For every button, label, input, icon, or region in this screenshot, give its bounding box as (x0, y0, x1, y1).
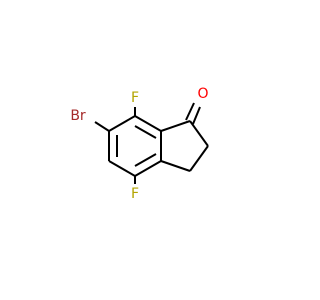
bond-c1-c2 (134, 115, 162, 132)
bond-c-o-1 (185, 102, 195, 121)
bond-c-o-2 (192, 106, 201, 125)
bond-c2-c3 (108, 115, 136, 132)
molecule-canvas: O F Br F (70, 86, 209, 202)
bond-ch2-ch2 (189, 145, 209, 172)
bond-ch2-c6 (160, 160, 191, 172)
fluorine-bottom-label: F (131, 186, 139, 202)
fluorine-top-label: F (131, 90, 139, 106)
bond-carbonyl-ch2 (189, 120, 209, 147)
bond-c5-c6-inner (134, 153, 157, 167)
molecule-structure: O F Br F (70, 86, 209, 202)
bond-c1-carbonyl (160, 120, 191, 132)
bond-c5-c6 (134, 160, 162, 177)
bond-c1-c2-inner (134, 125, 157, 139)
bromine-label: Br (70, 108, 86, 124)
bond-c4-c5 (108, 160, 136, 177)
oxygen-label: O (197, 86, 208, 102)
bond-c-br (94, 121, 110, 132)
